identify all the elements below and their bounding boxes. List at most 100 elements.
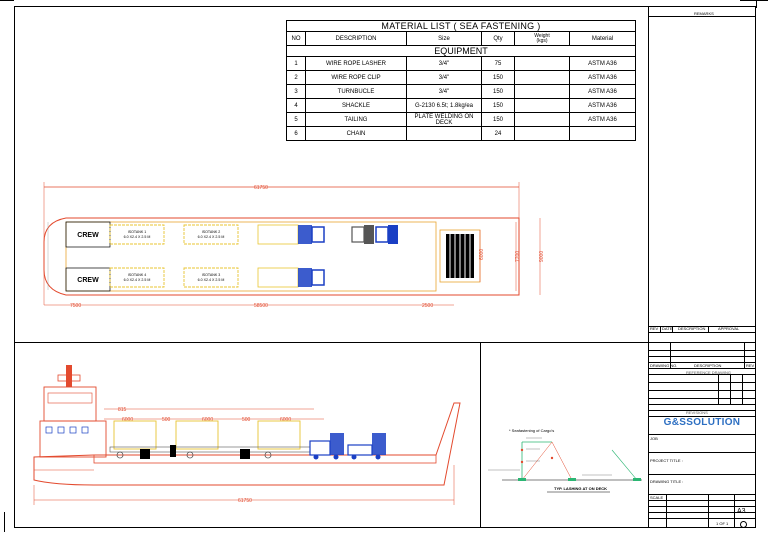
cell-description: WIRE ROPE CLIP — [305, 70, 407, 85]
lashing-wire — [551, 441, 573, 481]
dim-cargo: 6000 — [202, 417, 213, 423]
dim-bottom-left: 7500 — [70, 303, 81, 309]
cell-no: 2 — [286, 70, 306, 85]
cell-description: TURNBUCLE — [305, 84, 407, 99]
cell-size: 3/4" — [406, 70, 482, 85]
barge-plan-view: 61750 CREW CREW ISOTANK 1 6.0 X2.4 X 2.5… — [43, 182, 545, 309]
elevation-overall-length: 61750 — [238, 498, 252, 504]
revisions-label: REVISIONS — [686, 410, 708, 415]
cell-material: ASTM A36 — [569, 56, 636, 71]
title-block-divider — [648, 6, 649, 528]
trailer-row — [109, 445, 311, 459]
dim-cargo: 6000 — [280, 417, 291, 423]
isotank-dims: 6.0 X2.4 X 2.5 M — [124, 235, 151, 239]
drawing-frame — [14, 6, 756, 528]
cell-qty: 150 — [481, 70, 515, 85]
col-header-size: Size — [406, 31, 482, 46]
table-row: 3 TURNBUCLE 3/4" 150 ASTM A36 — [286, 84, 636, 99]
cell-size: PLATE WELDING ON DECK — [406, 112, 482, 127]
ramp-grating — [439, 229, 481, 283]
section-equipment: EQUIPMENT — [286, 45, 636, 57]
description-label: DESCRIPTION — [694, 363, 722, 368]
turnbuckle-icon — [550, 456, 554, 460]
cell-weight — [514, 84, 570, 99]
cell-qty: 75 — [481, 56, 515, 71]
dim-right-2: 7700 — [515, 251, 521, 262]
shackle-icon — [520, 460, 524, 464]
isotank-3: ISOTANK 3 6.0 X2.4 X 2.5 M — [183, 267, 239, 288]
drawing-title-label: DRAWING TITLE : — [650, 479, 684, 484]
deck-plate — [633, 478, 641, 481]
deck-plate — [518, 478, 526, 481]
cell-description: WIRE ROPE LASHER — [305, 56, 407, 71]
crop-mark — [4, 512, 5, 532]
dim-cargo: 500 — [162, 417, 171, 423]
cell-size: 3/4" — [406, 56, 482, 71]
cell-qty: 150 — [481, 112, 515, 127]
rev-col-approval: APPROVAL — [718, 326, 740, 331]
barge-elevation-view: 815 6000 500 6000 500 6000 61750 — [33, 365, 461, 505]
sheet-size: A3 — [737, 508, 746, 515]
barge-hull — [33, 402, 461, 486]
isotank-name: ISOTANK 3 — [202, 273, 221, 277]
truck-group — [309, 433, 386, 460]
dim-right-1: 6000 — [479, 249, 485, 260]
shackle-icon — [520, 448, 524, 452]
cell-material: ASTM A36 — [569, 70, 636, 85]
col-header-weight: Weight (kgs) — [514, 31, 570, 46]
cell-qty: 150 — [481, 84, 515, 99]
dim-top: 815 — [118, 407, 127, 413]
material-list-table: MATERIAL LIST ( SEA FASTENING ) NO DESCR… — [286, 20, 636, 141]
table-row: 1 WIRE ROPE LASHER 3/4" 75 ASTM A36 — [286, 56, 636, 71]
sheet-number: 1 OF 1 — [716, 521, 729, 526]
cell-size: G-2130 6.5t; 1.8kg/ea — [406, 98, 482, 113]
material-list-title: MATERIAL LIST ( SEA FASTENING ) — [286, 20, 636, 32]
cell-no: 3 — [286, 84, 306, 99]
title-block: REMARKS REV DATE DESCRIPTION APPROVAL DR… — [648, 6, 756, 528]
dim-bottom-right: 2500 — [422, 303, 433, 309]
isotank-dims: 6.0 X2.4 X 2.5 M — [124, 278, 151, 282]
cell-material: ASTM A36 — [569, 84, 636, 99]
projection-symbol-icon — [740, 521, 747, 528]
reference-drawing-label: REFERENCE DRAWING — [686, 370, 731, 375]
cell-material — [569, 126, 636, 141]
drawing-no-label: DRAWING NO. — [650, 363, 678, 368]
cell-description: TAILING — [305, 112, 407, 127]
cell-no: 1 — [286, 56, 306, 71]
cell-no: 5 — [286, 112, 306, 127]
col-header-no: NO — [286, 31, 306, 46]
job-label: JOB — [650, 436, 658, 441]
table-row: 2 WIRE ROPE CLIP 3/4" 150 ASTM A36 — [286, 70, 636, 85]
table-row: 4 SHACKLE G-2130 6.5t; 1.8kg/ea 150 ASTM… — [286, 98, 636, 113]
view-divider-horizontal — [14, 342, 648, 343]
remarks-header: REMARKS — [694, 11, 714, 16]
dim-bottom-mid: 58500 — [254, 303, 268, 309]
truck-pair-top — [351, 225, 398, 244]
tugboat-superstructure — [39, 365, 107, 458]
cell-qty: 24 — [481, 126, 515, 141]
isotank-side — [257, 420, 301, 450]
dim-cargo: 6000 — [122, 417, 133, 423]
truck-trailer-top — [257, 224, 325, 245]
scale-label: SCALE — [650, 495, 664, 500]
cell-weight — [514, 70, 570, 85]
isotank-name: ISOTANK 2 — [202, 230, 221, 234]
deck-plate — [568, 478, 576, 481]
rev-col-date: DATE — [662, 326, 673, 331]
cell-size — [406, 126, 482, 141]
crew-label: CREW — [77, 277, 99, 284]
cell-material: ASTM A36 — [569, 112, 636, 127]
cell-no: 4 — [286, 98, 306, 113]
isotank-dims: 6.0 X2.4 X 2.5 M — [198, 278, 225, 282]
cell-weight — [514, 98, 570, 113]
rev-col-description: DESCRIPTION — [678, 326, 706, 331]
col-header-qty: Qty — [481, 31, 515, 46]
rev-label: REV — [746, 363, 755, 368]
cell-size: 3/4" — [406, 84, 482, 99]
detail-title: TYP. LASHING AT ON DECK — [554, 486, 607, 491]
deck-outline — [65, 221, 437, 292]
isotank-side — [113, 420, 157, 450]
crop-mark — [756, 0, 757, 8]
detail-note: * Seafastening of Cargo's — [509, 428, 554, 433]
project-title-label: PROJECT TITLE : — [650, 458, 683, 463]
